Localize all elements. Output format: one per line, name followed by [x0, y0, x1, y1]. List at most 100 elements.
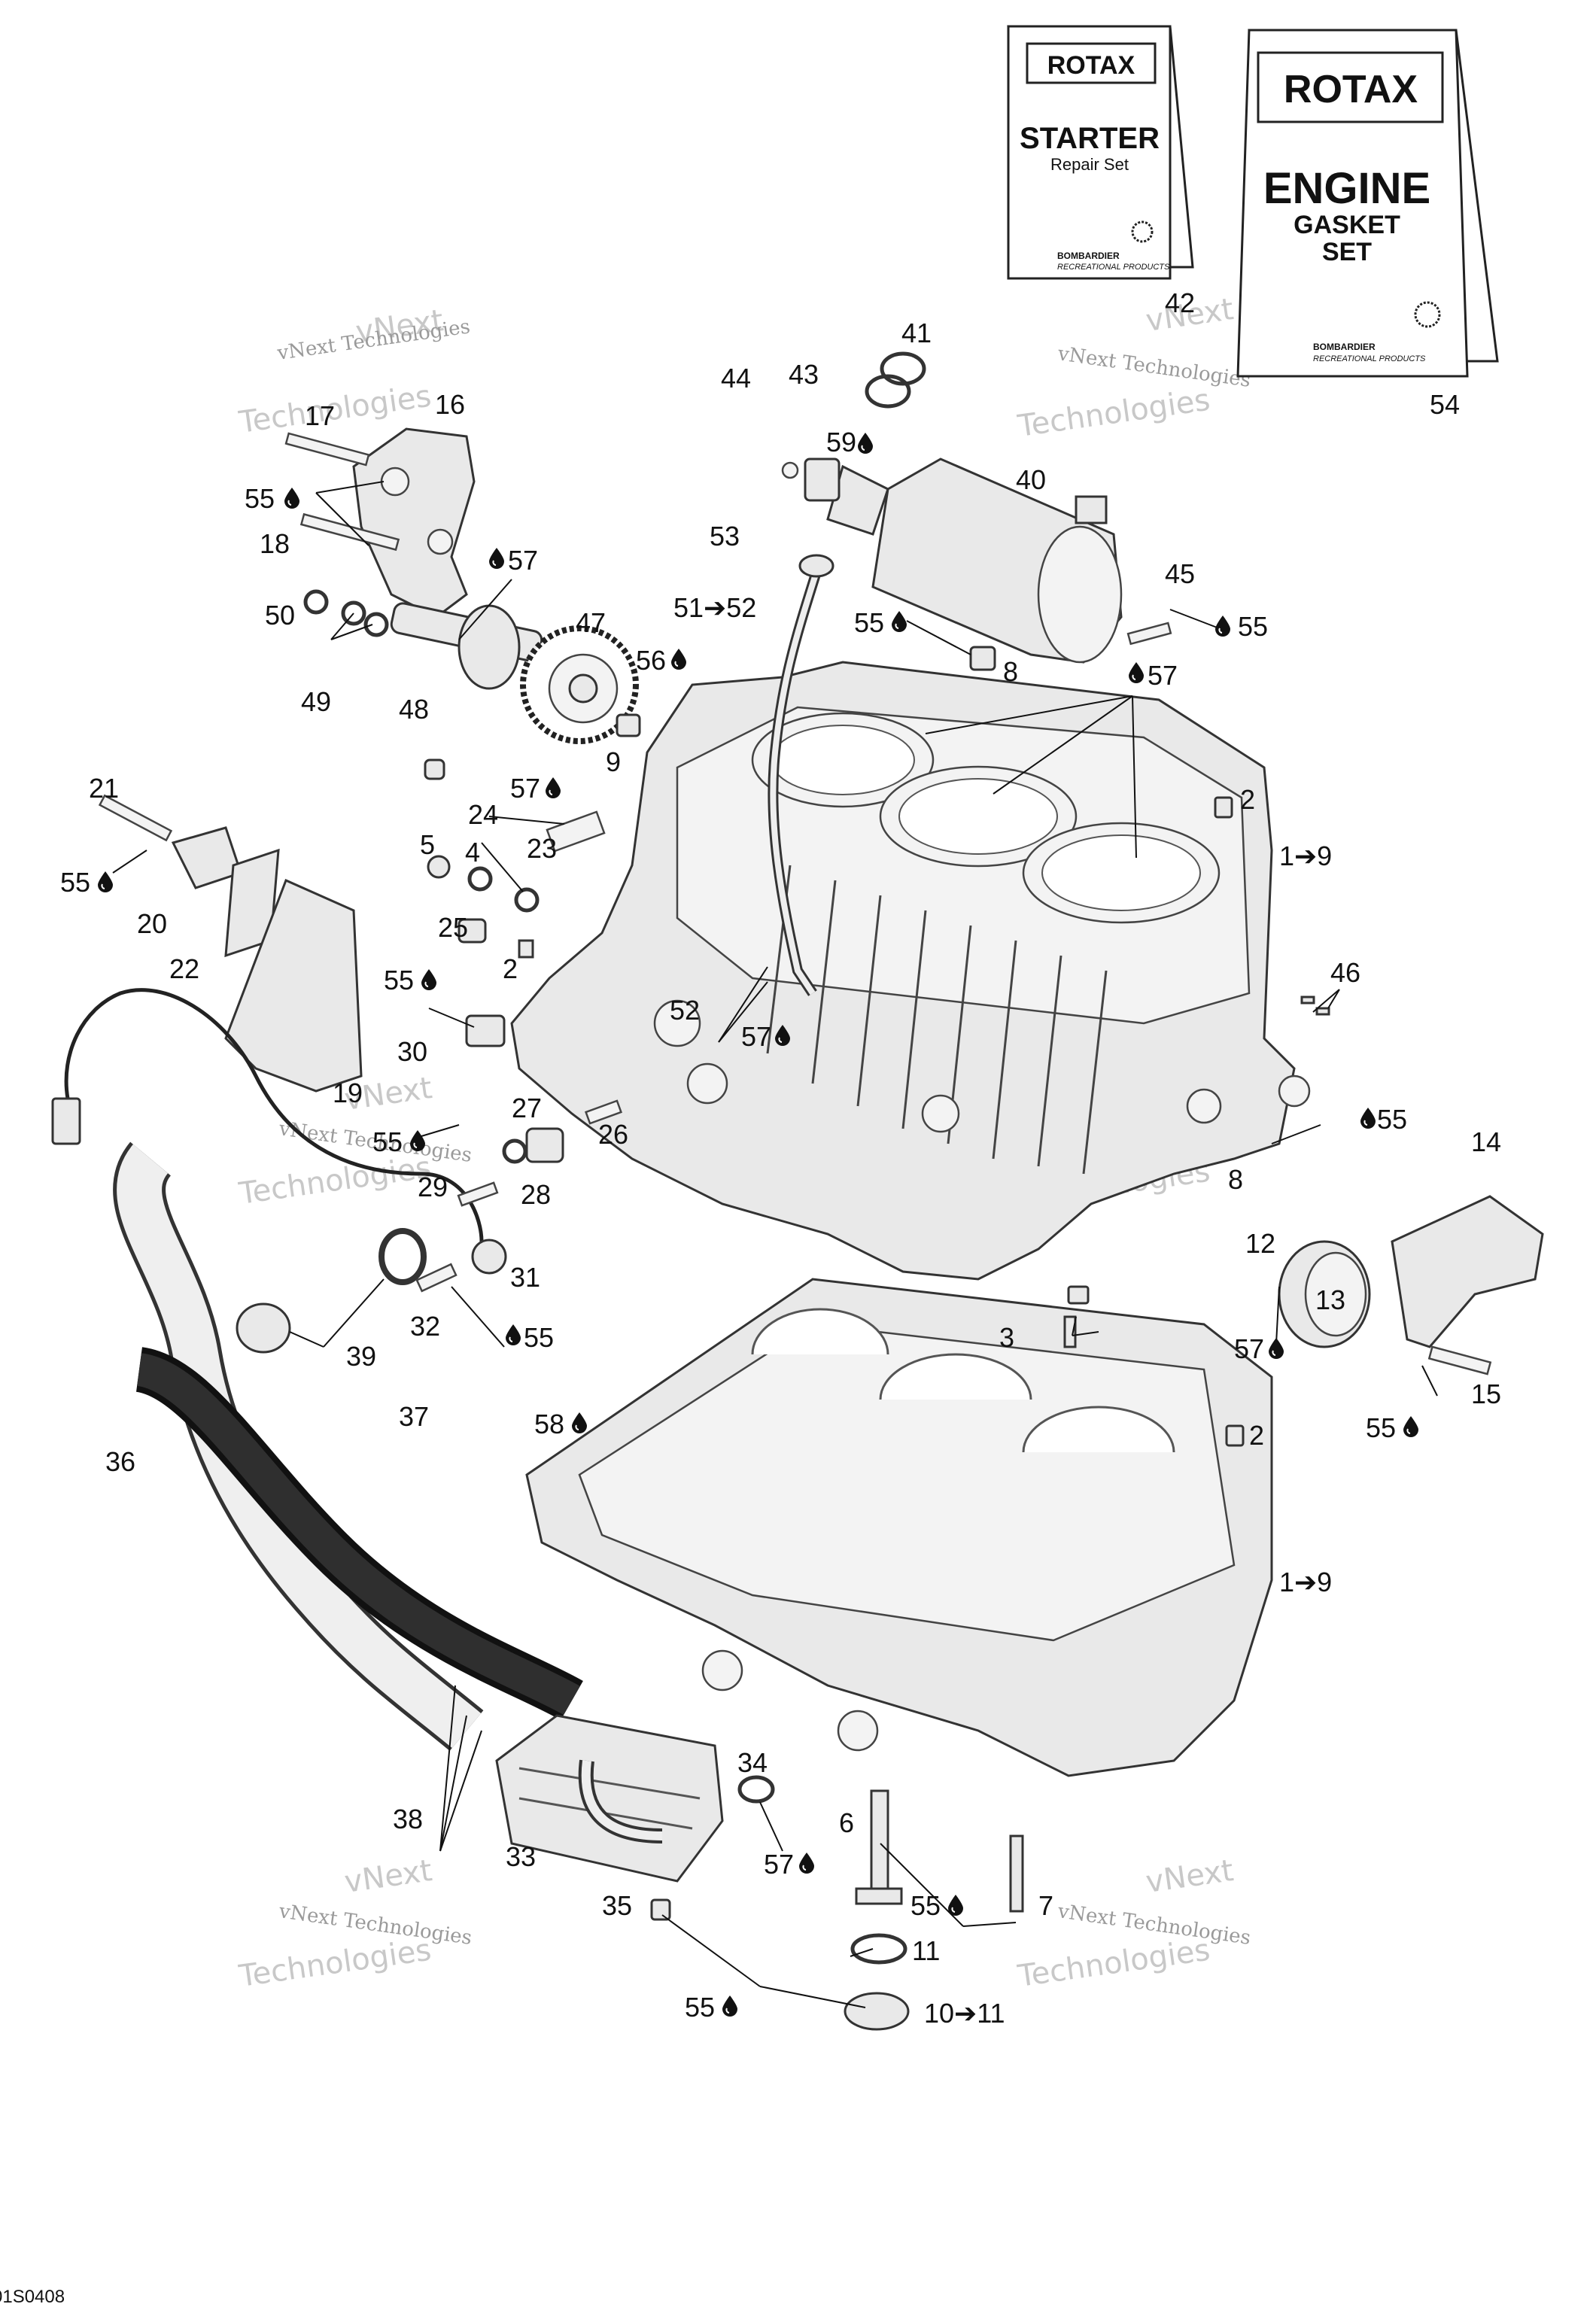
callout-29: 29: [418, 1172, 448, 1202]
callout-11: 11: [912, 1935, 940, 1966]
callout-9: 9: [606, 746, 621, 777]
callout-32: 32: [410, 1311, 440, 1342]
callout-19: 19: [333, 1078, 363, 1108]
callout-37: 37: [399, 1401, 429, 1432]
svg-text:RECREATIONAL PRODUCTS: RECREATIONAL PRODUCTS: [1313, 354, 1426, 363]
callout-1-9: 1➔9: [1279, 1567, 1332, 1597]
callout-59: 59: [826, 427, 856, 457]
engine-support-bracket: [352, 427, 476, 619]
callout-50: 50: [265, 600, 295, 631]
callout-55: 55: [524, 1322, 554, 1353]
callout-35: 35: [602, 1890, 632, 1921]
upper-crankcase: [510, 661, 1311, 1281]
left-brackets: [98, 794, 363, 1093]
callout-56: 56: [636, 645, 666, 676]
callout-2: 2: [1249, 1420, 1264, 1451]
callout-57: 57: [510, 773, 540, 804]
callout-18: 18: [260, 528, 290, 559]
callout-48: 48: [399, 694, 429, 725]
svg-text:vNext Technologies: vNext Technologies: [1056, 342, 1252, 392]
callout-39: 39: [346, 1341, 376, 1372]
callout-34: 34: [737, 1747, 768, 1778]
watermark-bottom-left: vNext vNext Technologies Technologies: [236, 1853, 473, 1994]
callout-55: 55: [1377, 1104, 1407, 1135]
callout-16: 16: [435, 389, 465, 420]
callout-54: 54: [1430, 389, 1460, 420]
callout-3: 3: [999, 1322, 1014, 1353]
callout-27: 27: [512, 1093, 542, 1123]
callout-36: 36: [105, 1446, 135, 1477]
callout-21: 21: [89, 773, 119, 804]
callout-45: 45: [1165, 558, 1195, 589]
callout-24: 24: [468, 799, 498, 830]
svg-text:Technologies: Technologies: [1015, 383, 1212, 444]
callout-53: 53: [710, 521, 740, 552]
callout-46: 46: [1330, 957, 1360, 988]
callout-51-52: 51➔52: [673, 592, 756, 623]
callout-4: 4: [465, 837, 480, 868]
small-hardware: [236, 622, 1492, 2031]
callout-52: 52: [670, 995, 700, 1026]
callout-30: 30: [397, 1036, 427, 1067]
callout-43: 43: [789, 359, 819, 390]
callout-49: 49: [301, 686, 331, 717]
callout-12: 12: [1245, 1228, 1275, 1259]
leader-lines: [112, 481, 1438, 2008]
svg-text:RECREATIONAL PRODUCTS: RECREATIONAL PRODUCTS: [1057, 263, 1170, 272]
callout-38: 38: [393, 1804, 423, 1834]
callout-25: 25: [438, 912, 468, 943]
svg-text:ROTAX: ROTAX: [1284, 68, 1418, 111]
callout-1-9: 1➔9: [1279, 840, 1332, 871]
svg-text:SET: SET: [1322, 238, 1372, 266]
svg-text:STARTER: STARTER: [1020, 122, 1160, 155]
callout-7: 7: [1038, 1890, 1053, 1921]
ring-gear: [520, 625, 639, 744]
oil-cooler: [495, 1714, 724, 1883]
callout-57: 57: [1148, 660, 1178, 691]
crank-position-sensor: [51, 988, 507, 1275]
callout-8: 8: [1003, 656, 1018, 687]
callout-14: 14: [1471, 1126, 1501, 1157]
svg-text:BOMBARDIER: BOMBARDIER: [1057, 251, 1120, 261]
callout-31: 31: [510, 1262, 540, 1293]
svg-text:BOMBARDIER: BOMBARDIER: [1313, 342, 1376, 352]
callout-55: 55: [1366, 1412, 1396, 1443]
svg-text:Repair Set: Repair Set: [1050, 155, 1129, 174]
callout-55: 55: [60, 867, 90, 898]
callout-8: 8: [1228, 1164, 1243, 1195]
drain-hose: [135, 1347, 583, 1721]
svg-text:Technologies: Technologies: [236, 1933, 433, 1994]
callout-6: 6: [839, 1807, 854, 1838]
callout-40: 40: [1016, 464, 1046, 495]
starter-drive-assembly: [390, 602, 543, 690]
callout-2: 2: [1240, 784, 1255, 815]
callout-55: 55: [372, 1126, 403, 1157]
callout-55: 55: [245, 483, 275, 514]
watermark-top-right: vNext vNext Technologies Technologies: [1015, 292, 1252, 444]
callout-57: 57: [741, 1021, 771, 1052]
callout-47: 47: [576, 607, 606, 638]
callout-55: 55: [384, 965, 414, 995]
callout-13: 13: [1315, 1284, 1345, 1315]
callout-15: 15: [1471, 1378, 1501, 1409]
svg-text:vNext: vNext: [1144, 1853, 1236, 1900]
dipstick-tube: [768, 554, 834, 996]
callout-33: 33: [506, 1841, 536, 1872]
callout-41: 41: [901, 318, 932, 348]
callout-44: 44: [721, 363, 751, 394]
svg-text:Technologies: Technologies: [236, 1150, 433, 1211]
callout-22: 22: [169, 953, 199, 984]
callout-2: 2: [503, 953, 518, 984]
callout-55: 55: [854, 607, 884, 638]
callout-10-11: 10➔11: [924, 1998, 1005, 2029]
callout-55: 55: [910, 1890, 941, 1921]
fasteners-upper-left: [284, 432, 400, 637]
callout-42: 42: [1165, 287, 1195, 318]
starter-gear: [781, 351, 926, 502]
starter-repair-set-book: ROTAX STARTER Repair Set BOMBARDIER RECR…: [1007, 25, 1194, 280]
starter-motor: [826, 457, 1123, 664]
callout-17: 17: [305, 400, 335, 431]
callout-55: 55: [685, 1992, 715, 2023]
callout-57: 57: [764, 1849, 794, 1880]
